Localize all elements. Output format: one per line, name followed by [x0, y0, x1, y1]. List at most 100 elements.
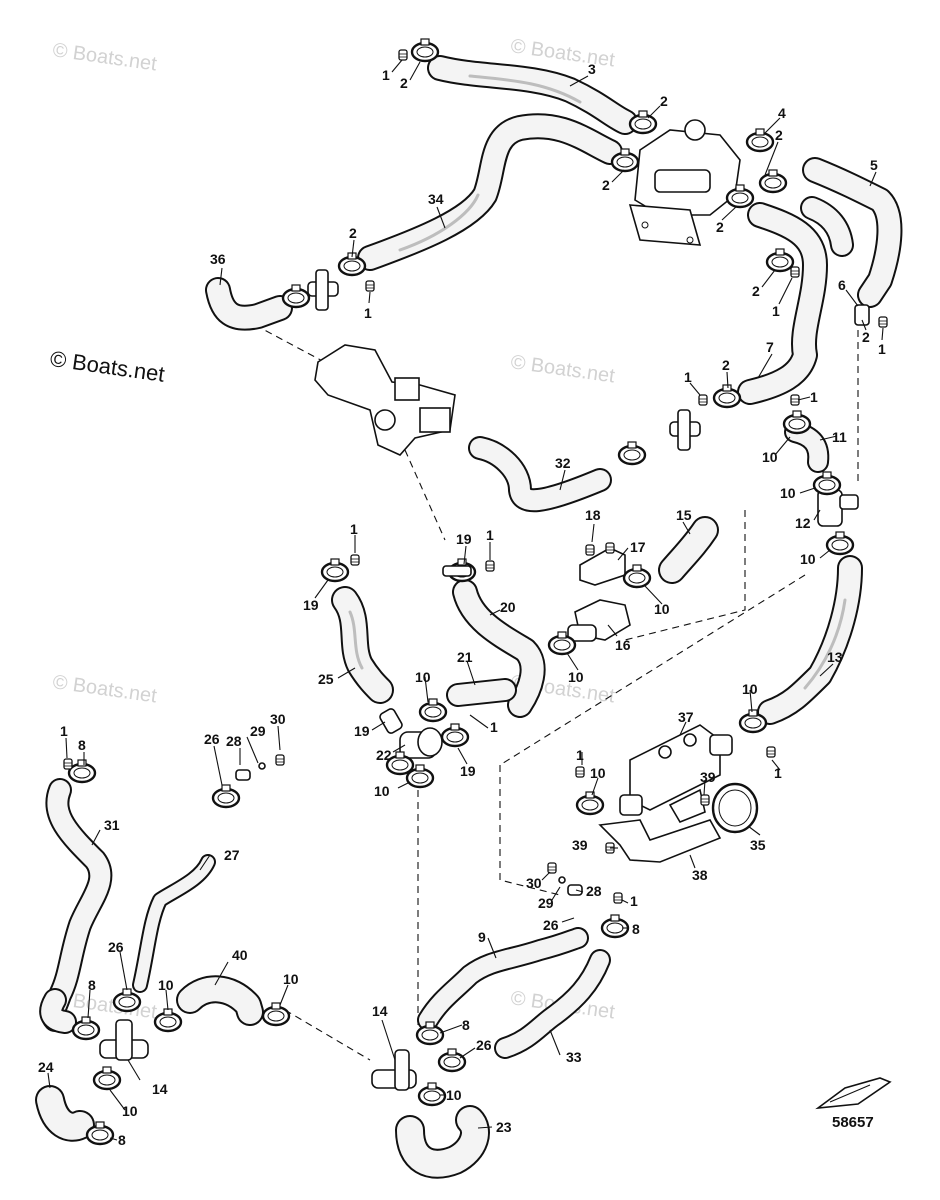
clamp-35 — [711, 782, 759, 834]
callout-34: 34 — [428, 191, 444, 207]
callout-1: 1 — [630, 893, 638, 909]
hose-27 — [132, 854, 216, 993]
callout-20: 20 — [500, 599, 516, 615]
tee-14-left — [99, 1019, 149, 1061]
callout-1: 1 — [684, 369, 692, 385]
callout-27: 27 — [224, 847, 240, 863]
callout-19: 19 — [460, 763, 476, 779]
bracket-38 — [598, 788, 722, 863]
callout-12: 12 — [795, 515, 811, 531]
callout-4: 4 — [778, 105, 786, 121]
callout-10: 10 — [446, 1087, 462, 1103]
callout-26: 26 — [543, 917, 559, 933]
callout-23: 23 — [496, 1119, 512, 1135]
callout-1: 1 — [774, 765, 782, 781]
callout-10: 10 — [780, 485, 796, 501]
callout-1: 1 — [350, 521, 358, 537]
fitting-22 — [399, 727, 443, 759]
hose-20 — [452, 579, 546, 718]
hose-11 — [784, 421, 830, 473]
valve-housing — [628, 119, 741, 246]
callout-26: 26 — [476, 1037, 492, 1053]
callout-16: 16 — [615, 637, 631, 653]
diagram-code: 58657 — [832, 1114, 874, 1131]
callout-28: 28 — [586, 883, 602, 899]
callout-7: 7 — [766, 339, 774, 355]
callout-21: 21 — [457, 649, 473, 665]
callout-19: 19 — [354, 723, 370, 739]
watermark: © Boats.net — [51, 671, 158, 707]
tee-14-center — [371, 1049, 417, 1091]
watermark: © Boats.net — [509, 351, 616, 387]
callout-2: 2 — [602, 177, 610, 193]
callout-8: 8 — [632, 921, 640, 937]
callout-15: 15 — [676, 507, 692, 523]
callout-1: 1 — [364, 305, 372, 321]
hose-24 — [35, 1085, 95, 1142]
callout-10: 10 — [800, 551, 816, 567]
callout-1: 1 — [382, 67, 390, 83]
callout-30: 30 — [526, 875, 542, 891]
boat-icon — [815, 1077, 892, 1110]
callout-19: 19 — [303, 597, 319, 613]
callout-37: 37 — [678, 709, 694, 725]
callout-14: 14 — [152, 1081, 168, 1097]
hose-3 — [427, 55, 638, 135]
callout-labels: 1 2 3 2 4 2 5 2 2 34 2 1 36 2 1 6 2 1 2 … — [38, 61, 886, 1148]
callout-10: 10 — [742, 681, 758, 697]
callout-1: 1 — [810, 389, 818, 405]
callout-28: 28 — [226, 733, 242, 749]
callout-10: 10 — [762, 449, 778, 465]
callout-13: 13 — [827, 649, 843, 665]
hose-5 — [800, 157, 903, 308]
callout-2: 2 — [716, 219, 724, 235]
callout-10: 10 — [158, 977, 174, 993]
fitting-28-left — [235, 754, 285, 781]
nipples — [379, 304, 870, 734]
callout-39: 39 — [572, 837, 588, 853]
callout-35: 35 — [750, 837, 766, 853]
callout-10: 10 — [590, 765, 606, 781]
hose-34 — [357, 113, 623, 271]
callout-2: 2 — [660, 93, 668, 109]
callout-10: 10 — [568, 669, 584, 685]
callout-5: 5 — [870, 157, 878, 173]
callout-14: 14 — [372, 1003, 388, 1019]
callout-24: 24 — [38, 1059, 54, 1075]
callout-3: 3 — [588, 61, 596, 77]
callout-26: 26 — [108, 939, 124, 955]
callout-10: 10 — [374, 783, 390, 799]
hoses — [35, 55, 903, 1179]
fitting-t-32 — [669, 409, 701, 451]
callout-8: 8 — [78, 737, 86, 753]
callout-9: 9 — [478, 929, 486, 945]
callout-26: 26 — [204, 731, 220, 747]
callout-11: 11 — [832, 429, 847, 445]
callout-2: 2 — [862, 329, 870, 345]
callout-2: 2 — [752, 283, 760, 299]
components — [99, 119, 892, 1110]
hose-25 — [331, 586, 394, 704]
callout-1: 1 — [60, 723, 68, 739]
callout-33: 33 — [566, 1049, 582, 1065]
hose-36 — [205, 277, 293, 331]
leader-lines — [47, 59, 884, 1141]
tee-12 — [817, 489, 859, 527]
callout-2: 2 — [349, 225, 357, 241]
callout-8: 8 — [118, 1132, 126, 1148]
callout-22: 22 — [376, 747, 392, 763]
hose-23 — [395, 1105, 490, 1179]
callout-29: 29 — [250, 723, 266, 739]
callout-19: 19 — [456, 531, 472, 547]
hose-33 — [494, 949, 611, 1059]
callout-10: 10 — [122, 1103, 138, 1119]
callout-38: 38 — [692, 867, 708, 883]
heat-exchanger-37 — [619, 724, 733, 816]
alignment-lines — [254, 324, 859, 1061]
hose-32 — [468, 436, 612, 513]
callout-2: 2 — [775, 127, 783, 143]
fitting-t-36 — [307, 269, 339, 311]
callout-17: 17 — [630, 539, 646, 555]
hose-31 — [39, 778, 113, 1034]
hose-21 — [446, 678, 517, 707]
